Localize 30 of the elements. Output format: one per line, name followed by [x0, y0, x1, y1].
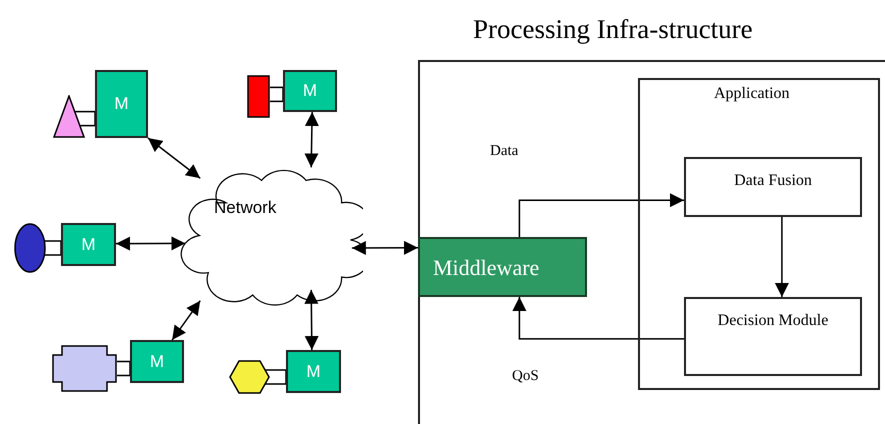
connector-line: [43, 240, 62, 256]
cross-shape: [52, 345, 117, 392]
frame-heading: Processing Infra-structure: [473, 13, 753, 46]
hexagon-shape: [229, 360, 270, 394]
double-arrow: [172, 300, 201, 340]
connector-line: [264, 369, 287, 385]
double-arrow: [116, 236, 186, 251]
module-box: M: [286, 350, 341, 393]
triangle-shape: [53, 95, 85, 138]
rectangle-shape: [247, 75, 270, 118]
arrow: [518, 193, 684, 237]
arrow: [512, 297, 684, 340]
ellipse-shape: [14, 223, 46, 273]
double-arrow: [148, 137, 201, 179]
module-box: M: [130, 340, 184, 383]
connector-line: [75, 110, 96, 126]
module-box: M: [61, 223, 116, 266]
module-box: M: [95, 70, 148, 138]
application-label: Application: [714, 84, 790, 104]
module-box: M: [283, 70, 337, 112]
double-arrow: [304, 112, 319, 168]
double-arrow: [352, 240, 418, 255]
process-box: Data Fusion: [684, 157, 862, 217]
connector-line: [116, 360, 131, 376]
cloud-label: Network: [214, 197, 276, 219]
double-arrow: [304, 290, 319, 350]
process-box: Decision Module: [684, 297, 862, 376]
arrow: [774, 217, 789, 297]
connector-line: [269, 86, 284, 102]
middleware-box: Middleware: [418, 237, 587, 297]
